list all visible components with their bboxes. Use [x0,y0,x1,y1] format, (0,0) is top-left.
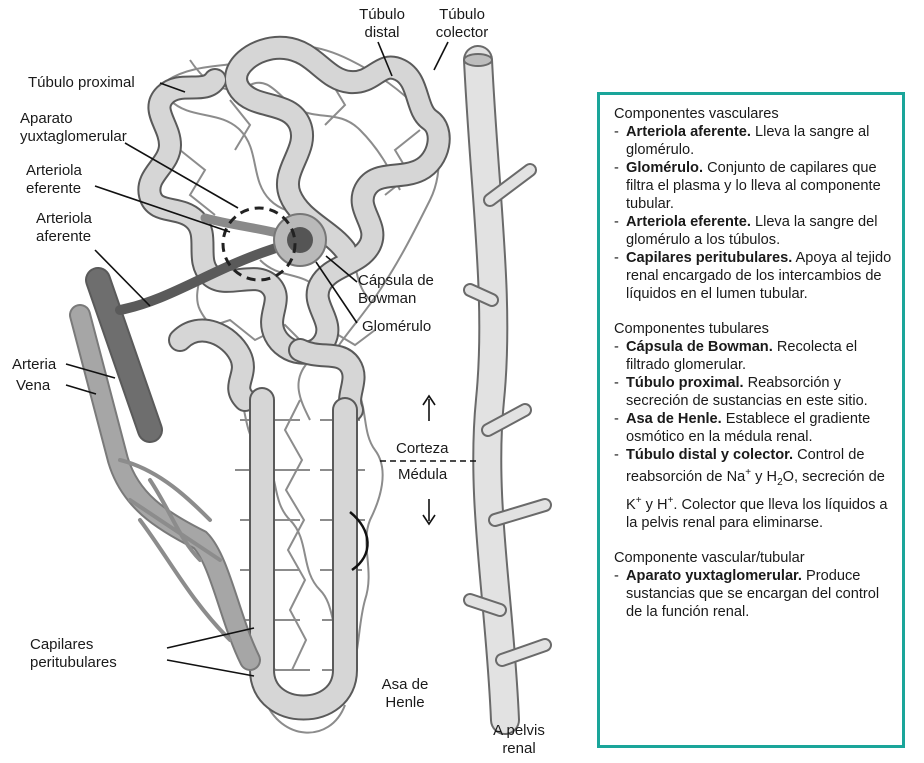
label-pelvis-renal: A pelvis renal [486,722,552,758]
label-arteriola-aferente: Arteriola aferente [36,210,92,246]
label-tubulo-proximal: Túbulo proximal [28,74,135,92]
label-asa-henle: Asa de Henle [375,676,435,712]
legend-item: -Asa de Henle. Establece el gradiente os… [614,410,892,446]
label-capilares-peritubulares: Capilares peritubulares [30,636,117,672]
label-tubulo-colector: Túbulo colector [424,6,500,42]
legend-section-tubular: Componentes tubulares -Cápsula de Bowman… [614,320,892,532]
label-tubulo-distal: Túbulo distal [352,6,412,42]
label-capsula-bowman: Cápsula de Bowman [358,272,434,308]
legend-item: -Túbulo distal y colector. Control de re… [614,446,892,532]
legend-section-vascular: Componentes vasculares -Arteriola aferen… [614,105,892,303]
glomerulus [287,227,313,253]
legend-section-title: Componentes vasculares [614,105,892,123]
legend-item: -Cápsula de Bowman. Recolecta el filtrad… [614,338,892,374]
legend-item: -Túbulo proximal. Reabsorción y secreció… [614,374,892,410]
label-aparato-yuxtaglomerular: Aparato yuxtaglomerular [20,110,127,146]
collecting-duct [464,54,545,720]
legend-item: -Glomérulo. Conjunto de capilares que fi… [614,159,892,213]
legend-box: Componentes vasculares -Arteriola aferen… [597,92,905,748]
legend-section-mixed: Componente vascular/tubular -Aparato yux… [614,549,892,621]
legend-section-title: Componentes tubulares [614,320,892,338]
legend-section-title: Componente vascular/tubular [614,549,892,567]
legend-item: -Capilares peritubulares. Apoya al tejid… [614,249,892,303]
legend-item: -Arteriola eferente. Lleva la sangre del… [614,213,892,249]
legend-item: -Aparato yuxtaglomerular. Produce sustan… [614,567,892,621]
label-corteza: Corteza [396,440,449,458]
label-arteriola-eferente: Arteriola eferente [26,162,82,198]
label-arteria: Arteria [12,356,56,374]
loop-of-henle [262,400,345,708]
label-medula: Médula [398,466,447,484]
label-glomerulo: Glomérulo [362,318,431,336]
label-vena: Vena [16,377,50,395]
legend-item: -Arteriola aferente. Lleva la sangre al … [614,123,892,159]
